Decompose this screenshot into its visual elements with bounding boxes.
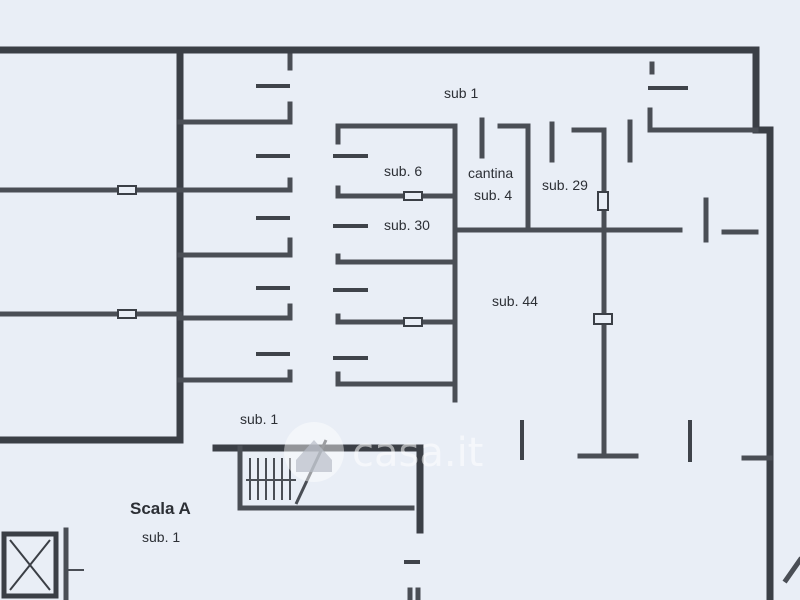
pipe-marker <box>403 191 423 201</box>
label-sub-4: sub. 4 <box>474 187 512 203</box>
top-right-walls <box>647 61 759 133</box>
label-scala-a: Scala A <box>130 499 191 518</box>
label-sub-1-top: sub 1 <box>444 85 478 101</box>
house-logo-icon <box>284 422 344 482</box>
label-sub-30: sub. 30 <box>384 217 430 233</box>
left-block-walls <box>0 46 184 444</box>
pipe-marker <box>593 313 613 325</box>
pipe-marker <box>117 185 137 195</box>
elevator-icon <box>1 527 84 600</box>
pipe-marker <box>117 309 137 319</box>
staircase-scala-a <box>212 439 424 534</box>
label-sub-1-mid: sub. 1 <box>240 411 278 427</box>
label-sub-1-bottom: sub. 1 <box>142 529 180 545</box>
pipe-marker <box>597 191 609 211</box>
watermark-text: casa.it <box>352 430 483 476</box>
cellar-walls <box>452 117 759 459</box>
label-cantina: cantina <box>468 165 513 181</box>
bottom-wall-fragment <box>404 556 800 600</box>
outer-walls <box>0 46 774 600</box>
pipe-marker <box>403 317 423 327</box>
lower-walls <box>520 420 773 462</box>
label-sub-29: sub. 29 <box>542 177 588 193</box>
left-stall-walls <box>177 53 293 383</box>
label-sub-6: sub. 6 <box>384 163 422 179</box>
right-stall-walls <box>333 123 458 403</box>
watermark: casa.it <box>284 422 483 482</box>
label-sub-44: sub. 44 <box>492 293 538 309</box>
